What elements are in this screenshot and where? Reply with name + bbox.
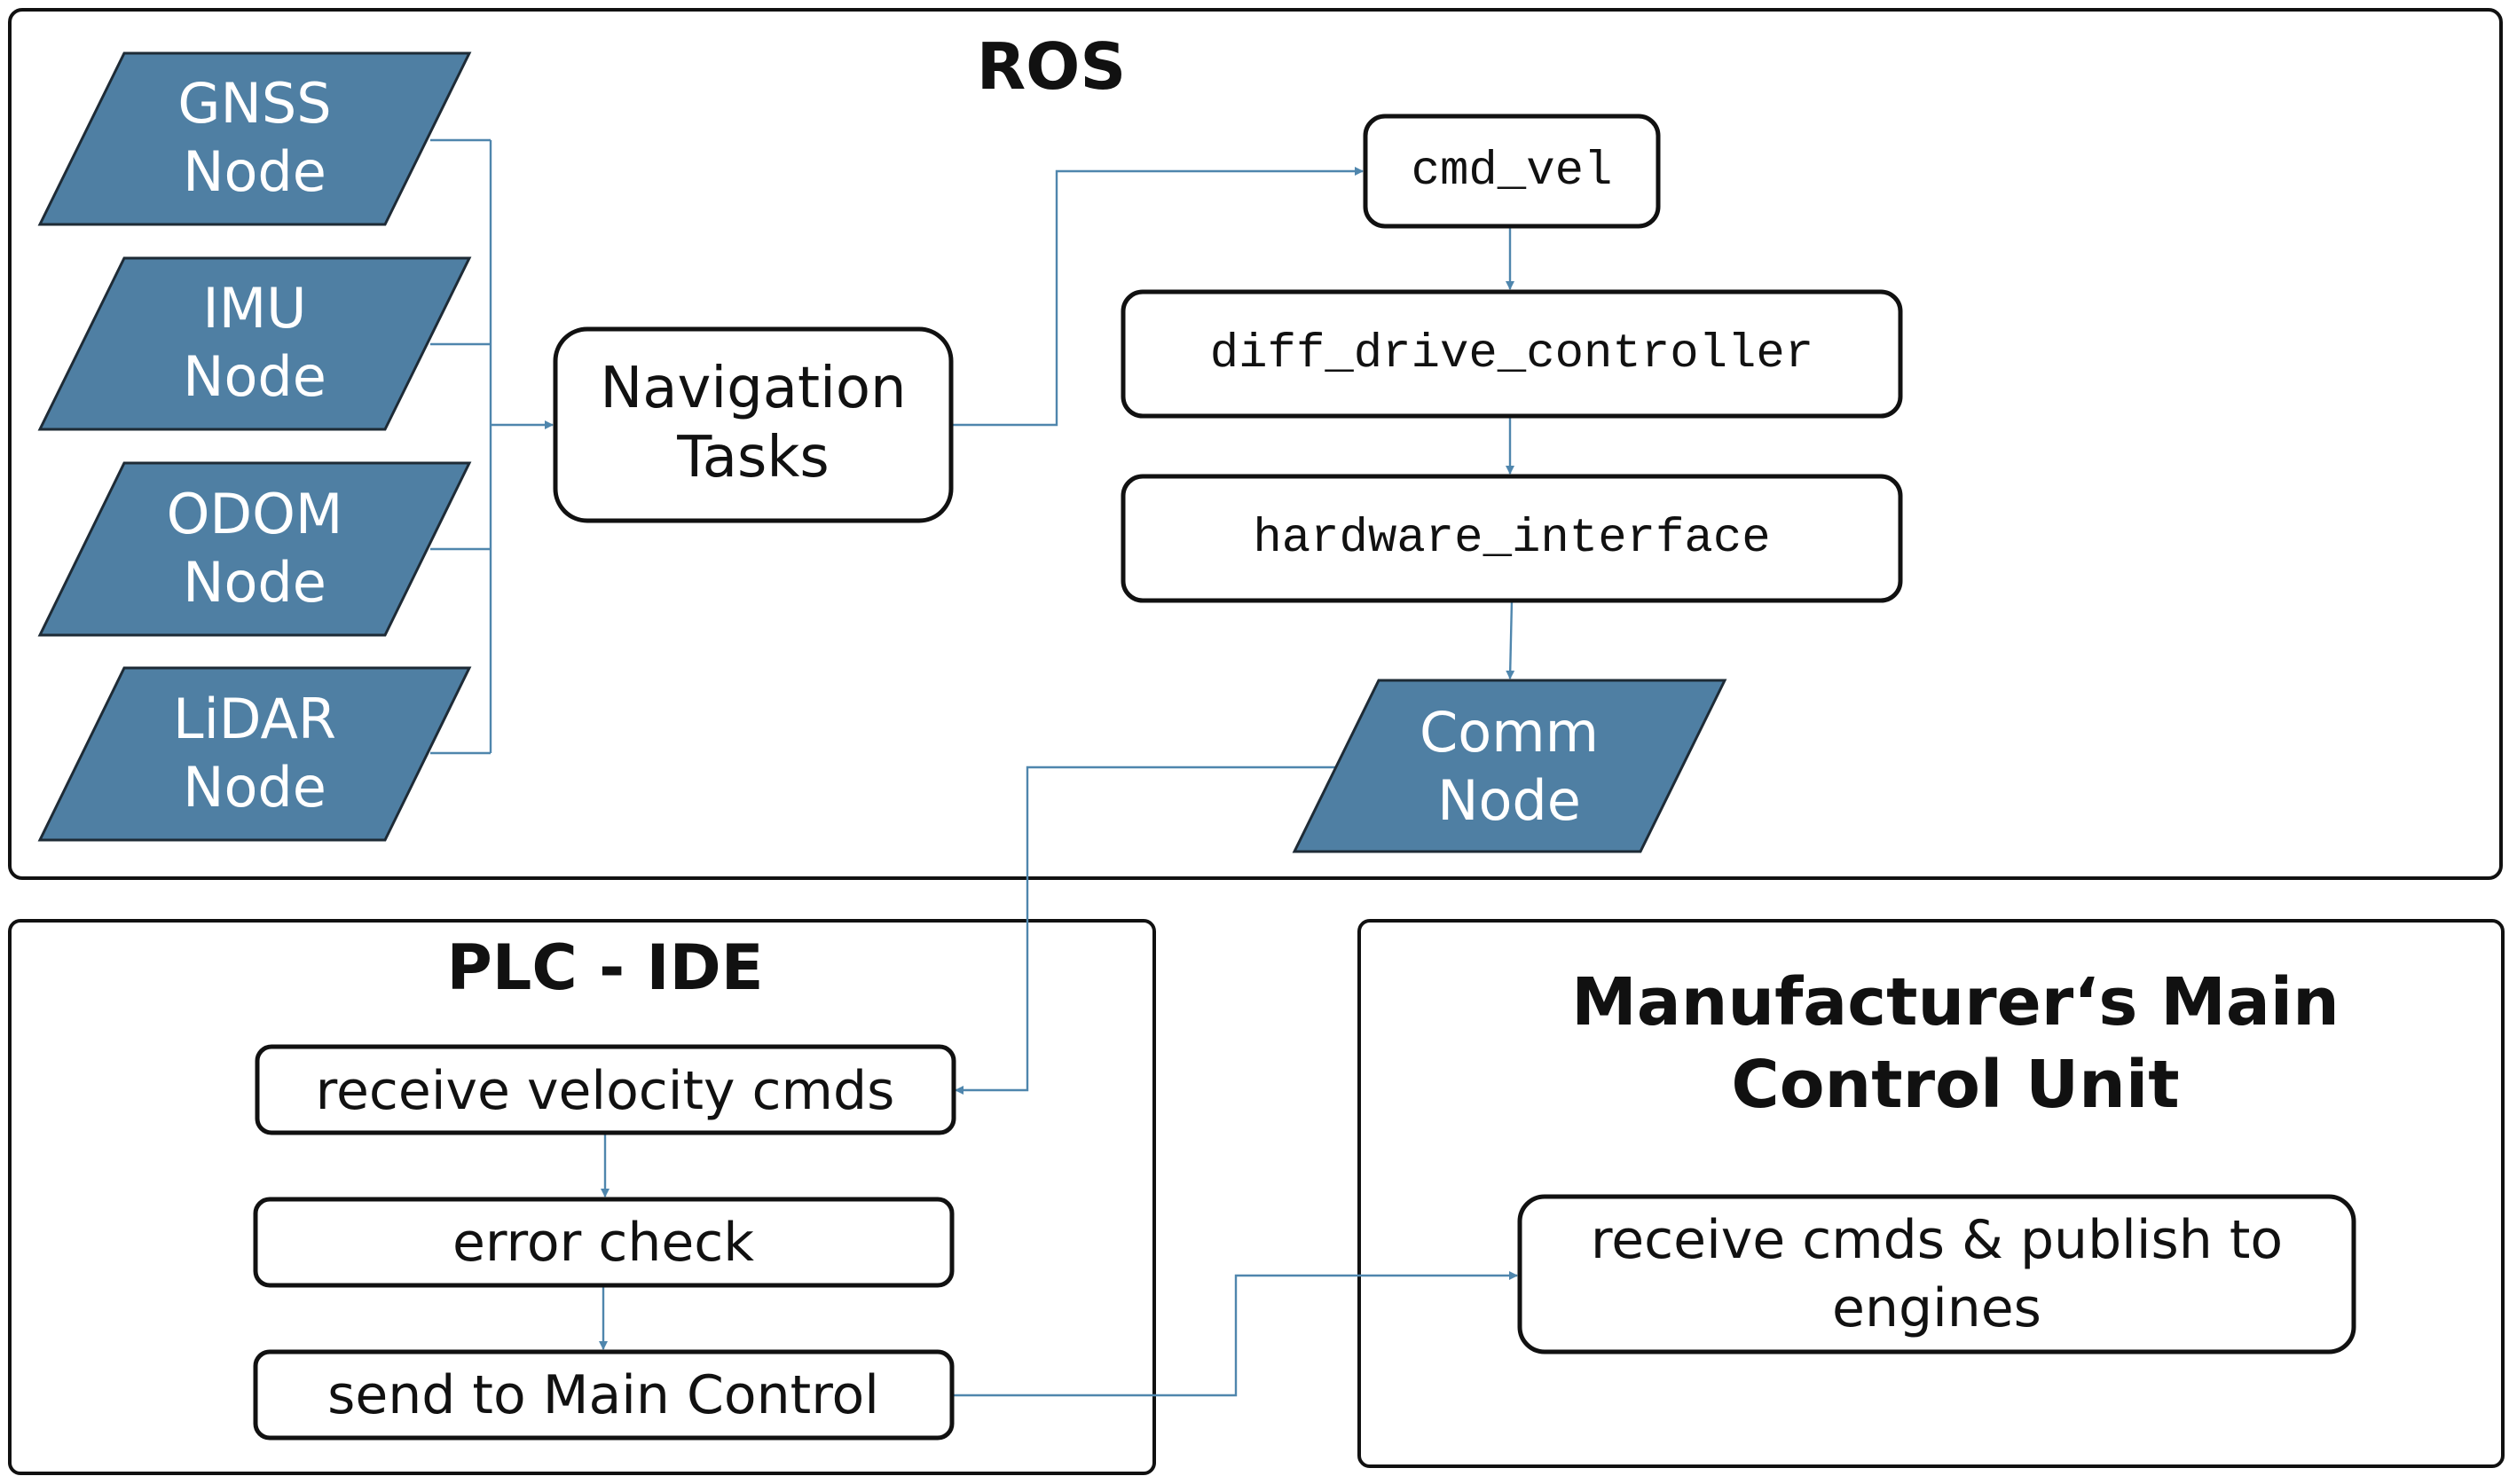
mcu-box-label-line2: engines [1832,1277,2041,1339]
mcu-receive-publish-box: receive cmds & publish to engines [1517,1194,2356,1354]
odom-node: ODOM Node [37,461,472,637]
navigation-label-line1: Navigation [600,356,906,421]
odom-node-label-line2: Node [183,550,326,615]
mcu-title-line1: Manufacturer‘s Main [1571,964,2340,1040]
plc-step-send-main-control-label: send to Main Control [327,1364,879,1426]
cmd-vel-box: cmd_vel [1363,114,1661,229]
plc-title: PLC - IDE [446,931,763,1004]
hardware-interface-box: hardware_interface [1121,474,1903,603]
comm-node-label-line2: Node [1437,768,1581,833]
sensor-bus-connector [430,138,554,755]
odom-node-label-line1: ODOM [167,482,343,546]
diff-drive-controller-label: diff_drive_controller [1210,327,1814,381]
imu-node-label-line2: Node [183,344,326,409]
diff-drive-controller-box: diff_drive_controller [1121,289,1903,419]
ros-title: ROS [977,29,1127,104]
ros-container [8,8,2503,880]
gnss-node-label-line1: GNSS [177,71,331,136]
cmd-vel-label: cmd_vel [1412,145,1613,199]
imu-node-label-line1: IMU [202,276,306,341]
comm-node: Comm Node [1292,679,1727,853]
hardware-to-comm-connector [1506,600,1515,679]
lidar-node: LiDAR Node [37,666,472,842]
plc-step-receive-velocity-label: receive velocity cmds [316,1060,895,1122]
navigation-label-line2: Tasks [676,425,829,491]
mcu-title-line2: Control Unit [1731,1047,2179,1123]
comm-node-label-line1: Comm [1420,700,1599,765]
comm-to-plc-connector [955,766,1340,1095]
plc-step-error-check: error check [253,1197,955,1288]
navigation-tasks-box: Navigation Tasks [553,326,954,523]
navigation-to-cmd-vel-connector [951,167,1364,427]
lidar-node-label-line1: LiDAR [173,687,336,751]
hardware-interface-label: hardware_interface [1253,512,1770,566]
mcu-box-label-line1: receive cmds & publish to [1591,1209,2283,1271]
gnss-node: GNSS Node [37,51,472,226]
plc-step-receive-velocity: receive velocity cmds [255,1044,956,1135]
gnss-node-label-line2: Node [183,139,326,204]
imu-node: IMU Node [37,256,472,431]
plc-step-error-check-label: error check [452,1212,754,1274]
plc-to-mcu-connector [954,1271,1518,1397]
plc-step-send-main-control: send to Main Control [253,1349,955,1441]
lidar-node-label-line2: Node [183,755,326,820]
